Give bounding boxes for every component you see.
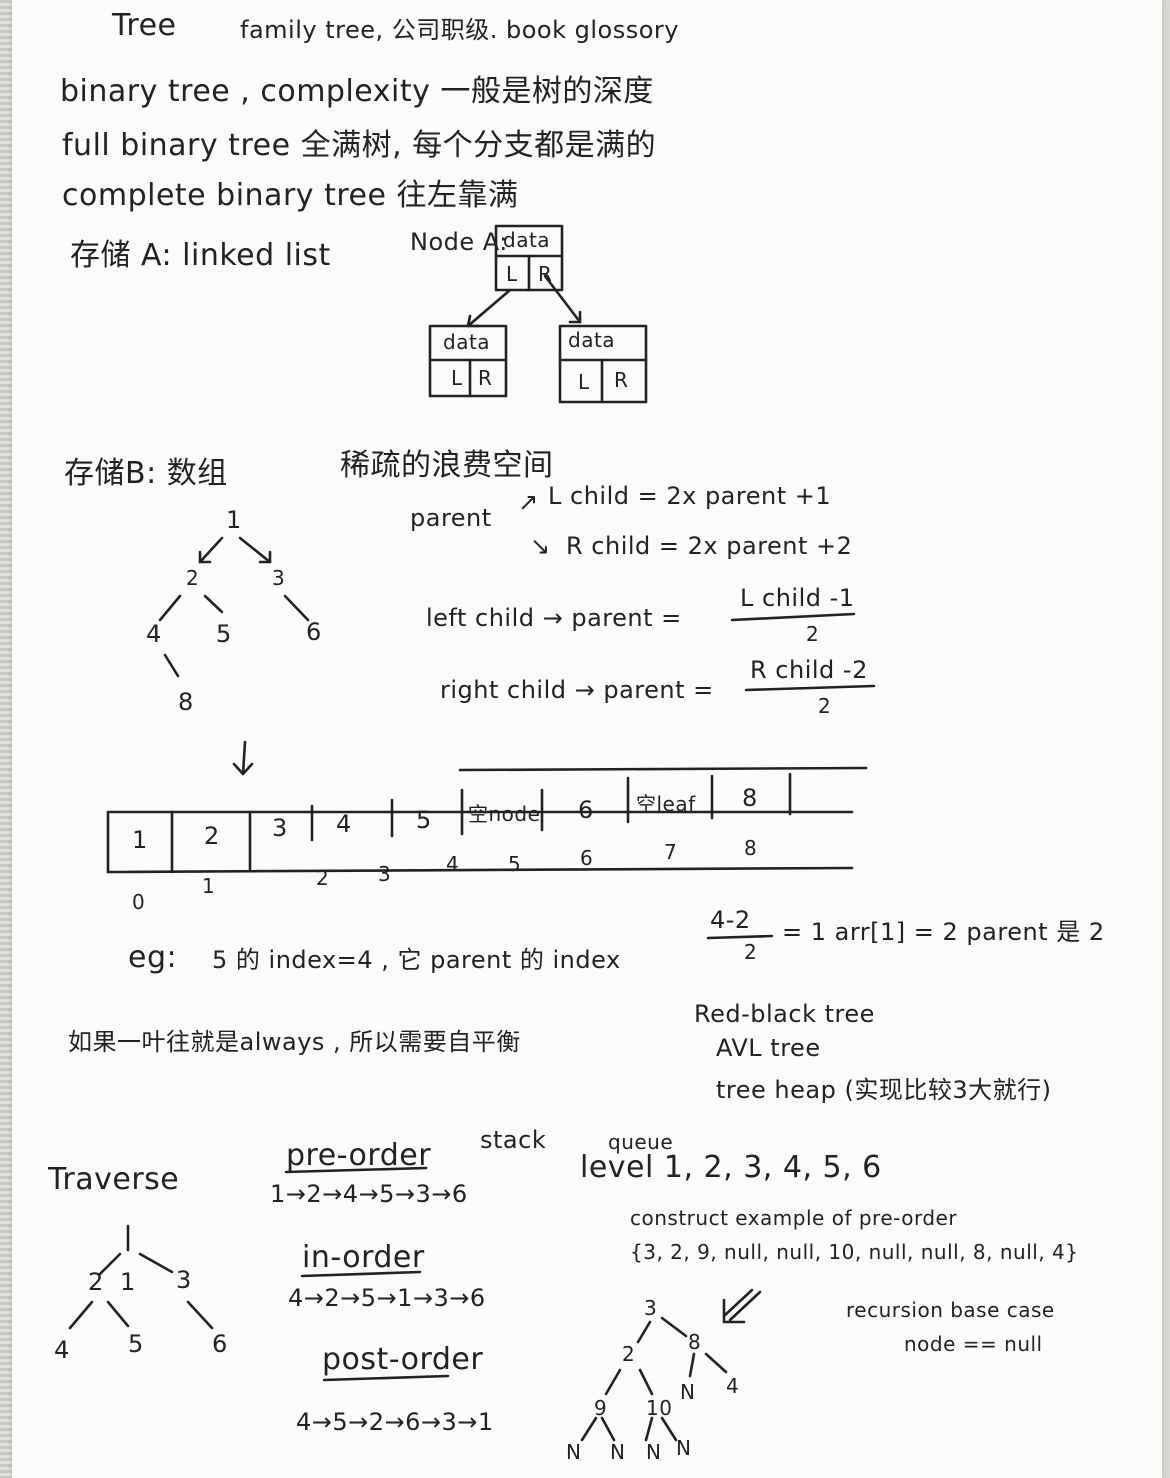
left-formula-denominator: 2 <box>806 622 820 646</box>
traverse-title: Traverse <box>48 1162 180 1197</box>
example-denominator: 2 <box>744 940 758 964</box>
array-index-1: 1 <box>202 874 216 898</box>
tree-node-5: 5 <box>216 620 232 648</box>
array-index-4: 4 <box>446 852 460 876</box>
recursion-condition: node == null <box>904 1332 1043 1356</box>
ex-node-4: 4 <box>726 1374 740 1398</box>
ex-node-null-e: N <box>676 1436 692 1460</box>
tree-node-8: 8 <box>178 688 194 716</box>
example-numerator: 4-2 <box>710 906 751 934</box>
right-node-left: L <box>578 370 590 394</box>
array-cell-0: 1 <box>132 826 148 854</box>
array-index-7: 7 <box>664 840 678 864</box>
array-cell-8: 8 <box>742 784 758 812</box>
array-index-5: 5 <box>508 852 522 876</box>
queue-label: queue <box>608 1130 674 1154</box>
l-child-formula: L child = 2x parent +1 <box>548 482 832 510</box>
trav-node-1: 1 <box>120 1268 136 1296</box>
right-child-to-parent: right child → parent = <box>440 676 714 704</box>
array-index-6: 6 <box>580 846 594 870</box>
array-index-0: 0 <box>132 890 146 914</box>
tree-node-2: 2 <box>186 566 200 590</box>
binary-tree-line: binary tree , complexity 一般是树的深度 <box>60 74 654 109</box>
array-index-3: 3 <box>378 862 392 886</box>
storage-b-title: 存储B: 数组 <box>64 456 228 491</box>
array-index-8: 8 <box>744 836 758 860</box>
left-node-right: R <box>478 366 493 390</box>
tree-node-4: 4 <box>146 620 162 648</box>
ex-node-10: 10 <box>646 1396 673 1420</box>
construct-list: {3, 2, 9, null, null, 10, null, null, 8,… <box>630 1240 1079 1264</box>
ex-node-3: 3 <box>644 1296 658 1320</box>
self-balance-note: 如果一叶往就是always , 所以需要自平衡 <box>68 1028 521 1056</box>
example-result: = 1 arr[1] = 2 parent 是 2 <box>782 918 1105 946</box>
balance-option-treeheap: tree heap (实现比较3大就行) <box>716 1076 1052 1104</box>
array-cell-4: 5 <box>416 806 432 834</box>
root-node-right: R <box>538 262 553 286</box>
tree-node-6: 6 <box>306 618 322 646</box>
array-index-2: 2 <box>316 866 330 890</box>
trav-node-5: 5 <box>128 1330 144 1358</box>
root-node-data: data <box>503 228 551 252</box>
ex-node-2: 2 <box>622 1342 636 1366</box>
stack-label: stack <box>480 1126 547 1154</box>
trav-node-4: 4 <box>54 1336 70 1364</box>
array-cell-2: 3 <box>272 814 288 842</box>
construct-title: construct example of pre-order <box>630 1206 958 1230</box>
left-node-left: L <box>451 366 463 390</box>
level-order: level 1, 2, 3, 4, 5, 6 <box>580 1150 882 1185</box>
heading-tree: Tree <box>112 8 177 43</box>
root-node-left: L <box>506 262 518 286</box>
full-binary-tree-line: full binary tree 全满树, 每个分支都是满的 <box>62 128 657 163</box>
trav-node-2: 2 <box>88 1268 104 1296</box>
ex-node-null-c: N <box>610 1440 626 1464</box>
r-child-formula: R child = 2x parent +2 <box>566 532 853 560</box>
notebook-page <box>12 0 1162 1478</box>
node-a-label: Node A: <box>410 228 508 256</box>
pre-order-seq: 1→2→4→5→3→6 <box>270 1180 468 1208</box>
right-node-data: data <box>568 328 616 352</box>
complete-binary-tree-line: complete binary tree 往左靠满 <box>62 178 519 213</box>
parent-label: parent <box>410 504 492 532</box>
post-order-seq: 4→5→2→6→3→1 <box>296 1408 494 1436</box>
trav-node-3: 3 <box>176 1266 192 1294</box>
ex-node-8: 8 <box>688 1330 702 1354</box>
ex-node-null-d: N <box>646 1440 662 1464</box>
tree-examples: family tree, 公司职级. book glossory <box>240 16 679 44</box>
pre-order-title: pre-order <box>286 1138 432 1173</box>
paper-edge <box>0 0 12 1478</box>
left-node-data: data <box>443 330 491 354</box>
sparse-waste-note: 稀疏的浪费空间 <box>340 448 554 483</box>
array-cell-3: 4 <box>336 810 352 838</box>
tree-node-3: 3 <box>272 566 286 590</box>
right-formula-denominator: 2 <box>818 694 832 718</box>
trav-node-6: 6 <box>212 1330 228 1358</box>
left-child-to-parent: left child → parent = <box>426 604 682 632</box>
post-order-title: post-order <box>322 1342 484 1377</box>
ex-node-9: 9 <box>594 1396 608 1420</box>
right-node-right: R <box>614 368 629 392</box>
recursion-base-case: recursion base case <box>846 1298 1055 1322</box>
tree-node-1: 1 <box>226 506 242 534</box>
balance-option-avl: AVL tree <box>716 1034 821 1062</box>
ex-node-null-b: N <box>566 1440 582 1464</box>
left-formula-numerator: L child -1 <box>740 584 855 612</box>
array-cell-5: 空node <box>468 802 541 826</box>
right-formula-numerator: R child -2 <box>750 656 868 684</box>
example-prefix: eg: <box>128 940 178 975</box>
array-cell-1: 2 <box>204 822 220 850</box>
example-text: 5 的 index=4 , 它 parent 的 index <box>212 946 621 974</box>
storage-a-title: 存储 A: linked list <box>70 238 331 273</box>
array-cell-6: 6 <box>578 796 594 824</box>
balance-option-rb: Red-black tree <box>694 1000 875 1028</box>
in-order-seq: 4→2→5→1→3→6 <box>288 1284 486 1312</box>
ex-node-null-a: N <box>680 1380 696 1404</box>
in-order-title: in-order <box>302 1240 425 1275</box>
array-cell-7: 空leaf <box>636 792 696 816</box>
